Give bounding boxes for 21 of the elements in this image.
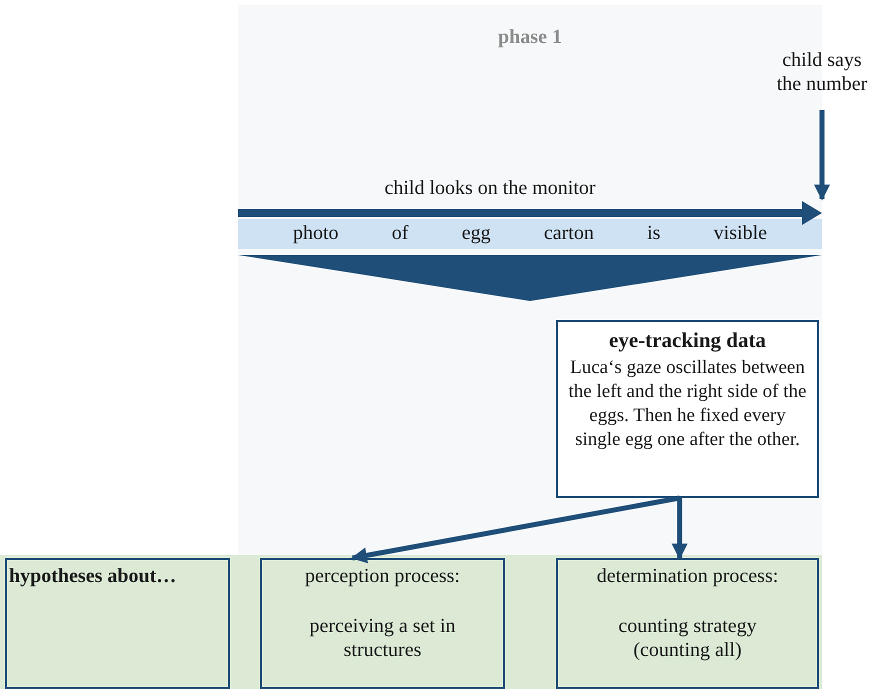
hypothesis-heading: hypotheses about… bbox=[9, 564, 178, 588]
timeline-strip bbox=[238, 199, 822, 249]
arrow bbox=[814, 110, 830, 201]
card-text: Luca‘s gaze oscillates between the left and the right side of the eggs. Then he fixed every single egg one after the other. bbox=[568, 356, 808, 452]
data-card bbox=[556, 320, 819, 498]
arrow bbox=[672, 498, 688, 560]
hypothesis-heading: perception process: bbox=[304, 564, 461, 588]
hypothesis-box bbox=[556, 558, 819, 689]
arrow bbox=[350, 496, 680, 564]
hypotheses-band bbox=[0, 555, 822, 689]
timeline-text: photo of egg carton is visible bbox=[293, 221, 767, 245]
phase-heading: phase 1 bbox=[497, 25, 563, 49]
funnel-triangle bbox=[238, 255, 822, 301]
annotation-text: child says the number bbox=[776, 48, 868, 96]
hypothesis-text: counting strategy (counting all) bbox=[617, 614, 758, 662]
hypothesis-box bbox=[5, 558, 230, 689]
card-heading: eye-tracking data bbox=[608, 328, 767, 352]
hypothesis-text: perceiving a set in structures bbox=[308, 614, 457, 662]
hypothesis-box bbox=[260, 558, 505, 689]
arrow-label: child looks on the monitor bbox=[383, 176, 597, 200]
hypothesis-heading: determination process: bbox=[596, 564, 780, 588]
